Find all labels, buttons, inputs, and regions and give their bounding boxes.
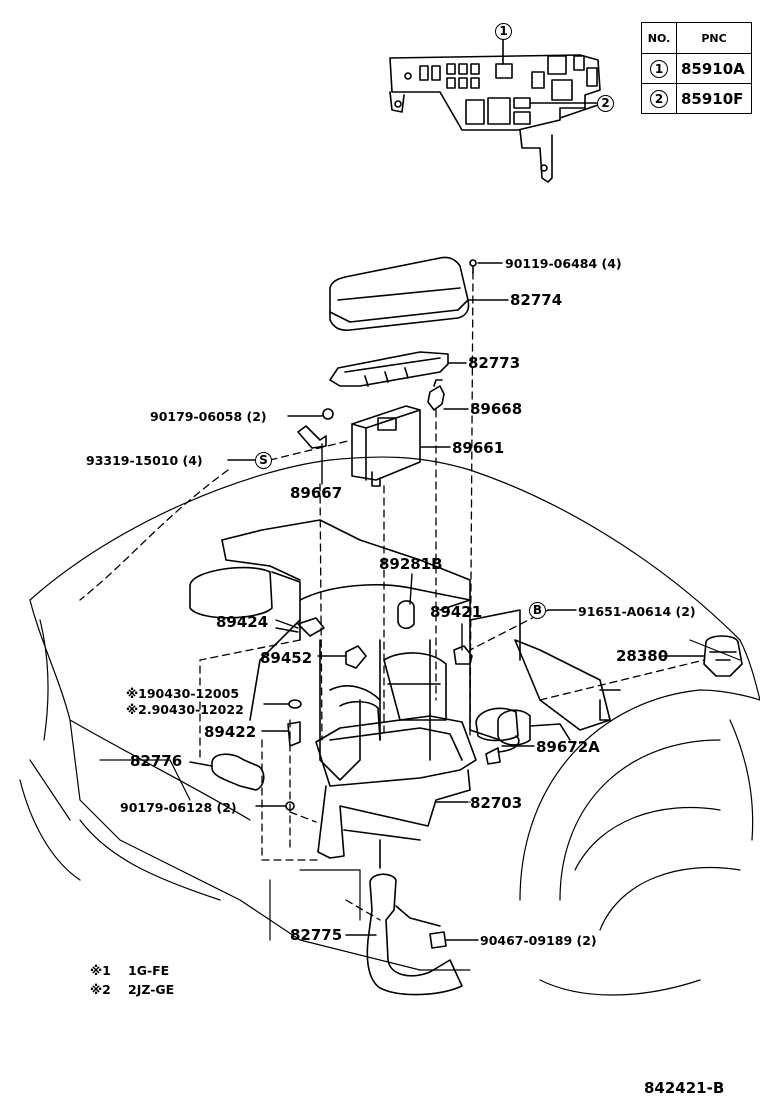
label-89668: 89668	[470, 400, 523, 418]
label-82776: 82776	[130, 752, 183, 770]
label-90430-12022: ※2.90430-12022	[126, 702, 244, 717]
junction-bracket-inset	[389, 39, 601, 183]
label-90467-09189: 90467-09189 (2)	[480, 933, 597, 948]
pnc-value-2: 85910F	[676, 83, 752, 114]
label-91651-a0614: 91651-A0614 (2)	[578, 604, 696, 619]
inset-callout-1: 1	[495, 23, 512, 40]
row-number-2: 2	[650, 90, 668, 108]
ecu-box-drawing	[315, 715, 477, 869]
label-90430-12005: ※190430-12005	[126, 686, 240, 701]
label-82774: 82774	[510, 291, 563, 309]
pnc-row-2: 2 85910F	[641, 83, 752, 114]
pnc-table-header: NO. PNC	[641, 22, 752, 54]
diagram-id: 842421-B	[644, 1079, 725, 1097]
label-89667: 89667	[290, 484, 343, 502]
air-duct-drawing	[366, 873, 463, 996]
label-90119-06484: 90119-06484 (4)	[505, 256, 622, 271]
ecu-bracket-drawing	[329, 351, 449, 387]
note-text-2: 2JZ-GE	[128, 982, 175, 997]
header-no: NO.	[641, 22, 677, 54]
label-90179-06128: 90179-06128 (2)	[120, 800, 237, 815]
ecu-drawing	[351, 405, 421, 487]
ecu-cover-drawing	[329, 256, 477, 331]
label-89452: 89452	[260, 649, 313, 667]
header-pnc: PNC	[676, 22, 752, 54]
assembly-lines	[79, 271, 705, 921]
note-text-1: 1G-FE	[128, 963, 170, 978]
bolt-mark-b: B	[529, 602, 546, 619]
small-parts	[211, 379, 743, 949]
label-89421: 89421	[430, 603, 483, 621]
label-28380: 28380	[616, 647, 669, 665]
leader-lines	[189, 262, 705, 941]
note-mark-1: ※1	[90, 963, 111, 978]
label-93319-15010: 93319-15010 (4)	[86, 453, 203, 468]
pnc-value-1: 85910A	[676, 53, 752, 84]
inset-callout-2: 2	[597, 95, 614, 112]
label-82703: 82703	[470, 794, 523, 812]
vehicle-outline	[19, 456, 760, 996]
label-89672a: 89672A	[536, 738, 600, 756]
label-89661: 89661	[452, 439, 505, 457]
label-89424: 89424	[216, 613, 269, 631]
label-90179-06058: 90179-06058 (2)	[150, 409, 267, 424]
label-82775: 82775	[290, 926, 343, 944]
label-89281b: 89281B	[379, 555, 443, 573]
label-89422: 89422	[204, 723, 257, 741]
row-number-1: 1	[650, 60, 668, 78]
screw-mark-s: S	[255, 452, 272, 469]
pnc-row-1: 1 85910A	[641, 53, 752, 84]
pnc-table: NO. PNC 1 85910A 2 85910F	[641, 22, 752, 114]
note-mark-2: ※2	[90, 982, 111, 997]
label-82773: 82773	[468, 354, 521, 372]
